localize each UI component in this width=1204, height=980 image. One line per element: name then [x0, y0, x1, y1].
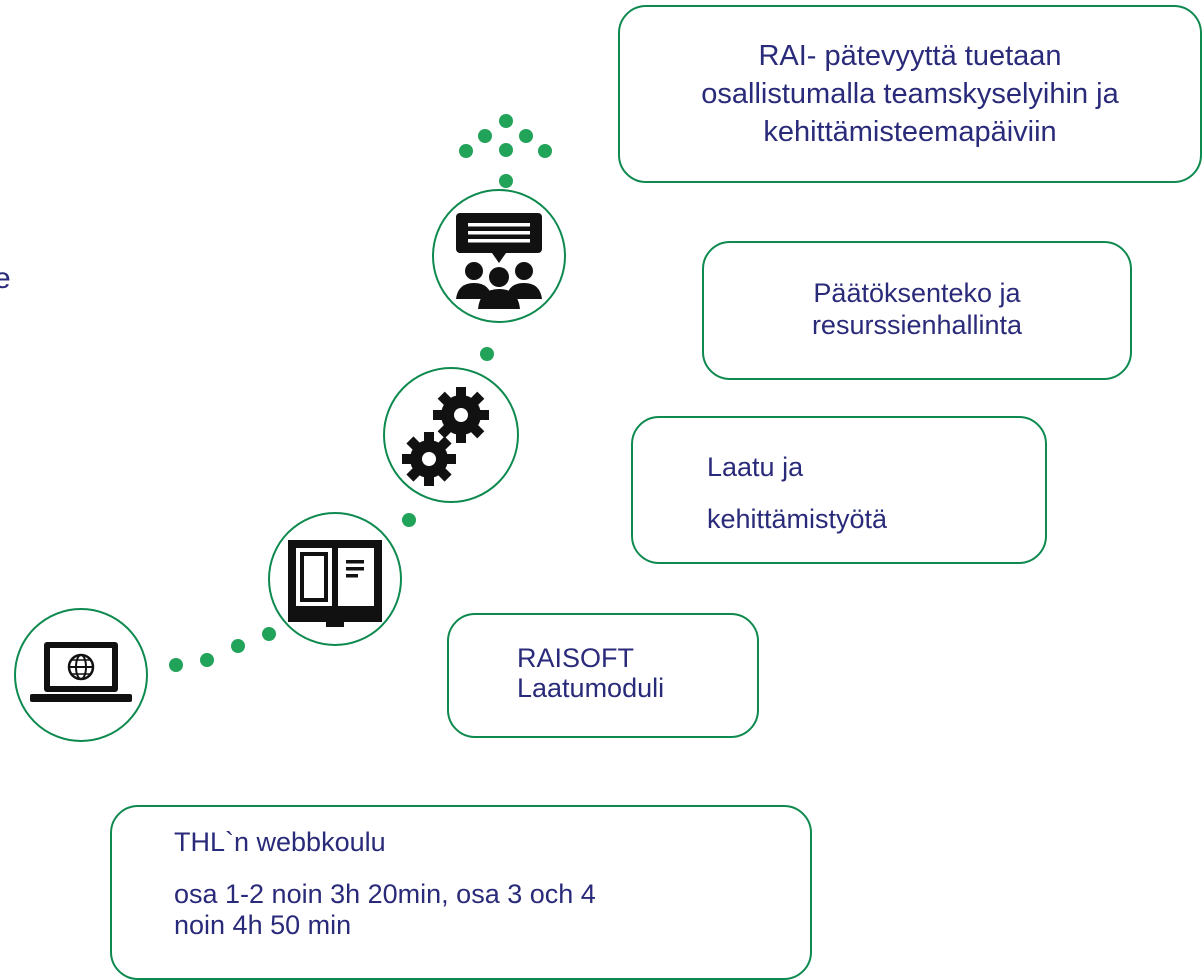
- connector-dot: [480, 347, 494, 361]
- connector-dot: [169, 658, 183, 672]
- meeting-icon: [456, 213, 542, 309]
- patevyys-line-3: kehittämisteemapäiviin: [763, 116, 1057, 148]
- laatumoduli-line-1: RAISOFT: [517, 643, 635, 673]
- connector-dot: [499, 114, 513, 128]
- step-box-laatumoduli: RAISOFT Laatumoduli: [447, 613, 759, 738]
- laptop-circle: [14, 608, 148, 742]
- connector-dot: [499, 174, 513, 188]
- connector-dot: [519, 129, 533, 143]
- kehittamistyo-line-2: kehittämistyötä: [707, 504, 888, 534]
- connector-dot: [499, 143, 513, 157]
- paatoksenteko-line-2: resurssienhallinta: [811, 310, 1023, 340]
- webbkoulu-duration-cont: noin 4h 50 min: [174, 910, 352, 940]
- gears-circle: [383, 367, 519, 503]
- connector-dot: [402, 513, 416, 527]
- patevyys-line-2: osallistumalla teamskyselyihin ja: [701, 78, 1119, 110]
- connector-dot: [459, 144, 473, 158]
- meeting-circle: [432, 189, 566, 323]
- kehittamistyo-line-1: Laatu ja: [707, 452, 804, 482]
- step-box-kehittamistyo: Laatu ja kehittämistyötä: [631, 416, 1047, 564]
- step-box-patevyys: RAI- pätevyyttä tuetaan osallistumalla t…: [618, 5, 1202, 183]
- paatoksenteko-line-1: Päätöksenteko ja: [813, 278, 1021, 308]
- connector-dot: [200, 653, 214, 667]
- patevyys-line-1: RAI- pätevyyttä tuetaan: [758, 40, 1062, 72]
- webbkoulu-duration: osa 1-2 noin 3h 20min, osa 3 och 4: [174, 879, 596, 909]
- step-box-paatoksenteko: Päätöksenteko ja resurssienhallinta: [702, 241, 1132, 380]
- step-box-webbkoulu: THL`n webbkoulu osa 1-2 noin 3h 20min, o…: [110, 805, 812, 980]
- connector-dot: [538, 144, 552, 158]
- webbkoulu-title: THL`n webbkoulu: [174, 827, 386, 857]
- laptop-globe-icon: [30, 642, 132, 702]
- connector-dot: [478, 129, 492, 143]
- connector-dot: [231, 639, 245, 653]
- gears-icon: [402, 387, 489, 486]
- cropped-text-fragment: e: [0, 262, 11, 295]
- laatumoduli-line-2: Laatumoduli: [517, 673, 665, 703]
- book-icon: [288, 540, 382, 627]
- book-circle: [268, 512, 402, 646]
